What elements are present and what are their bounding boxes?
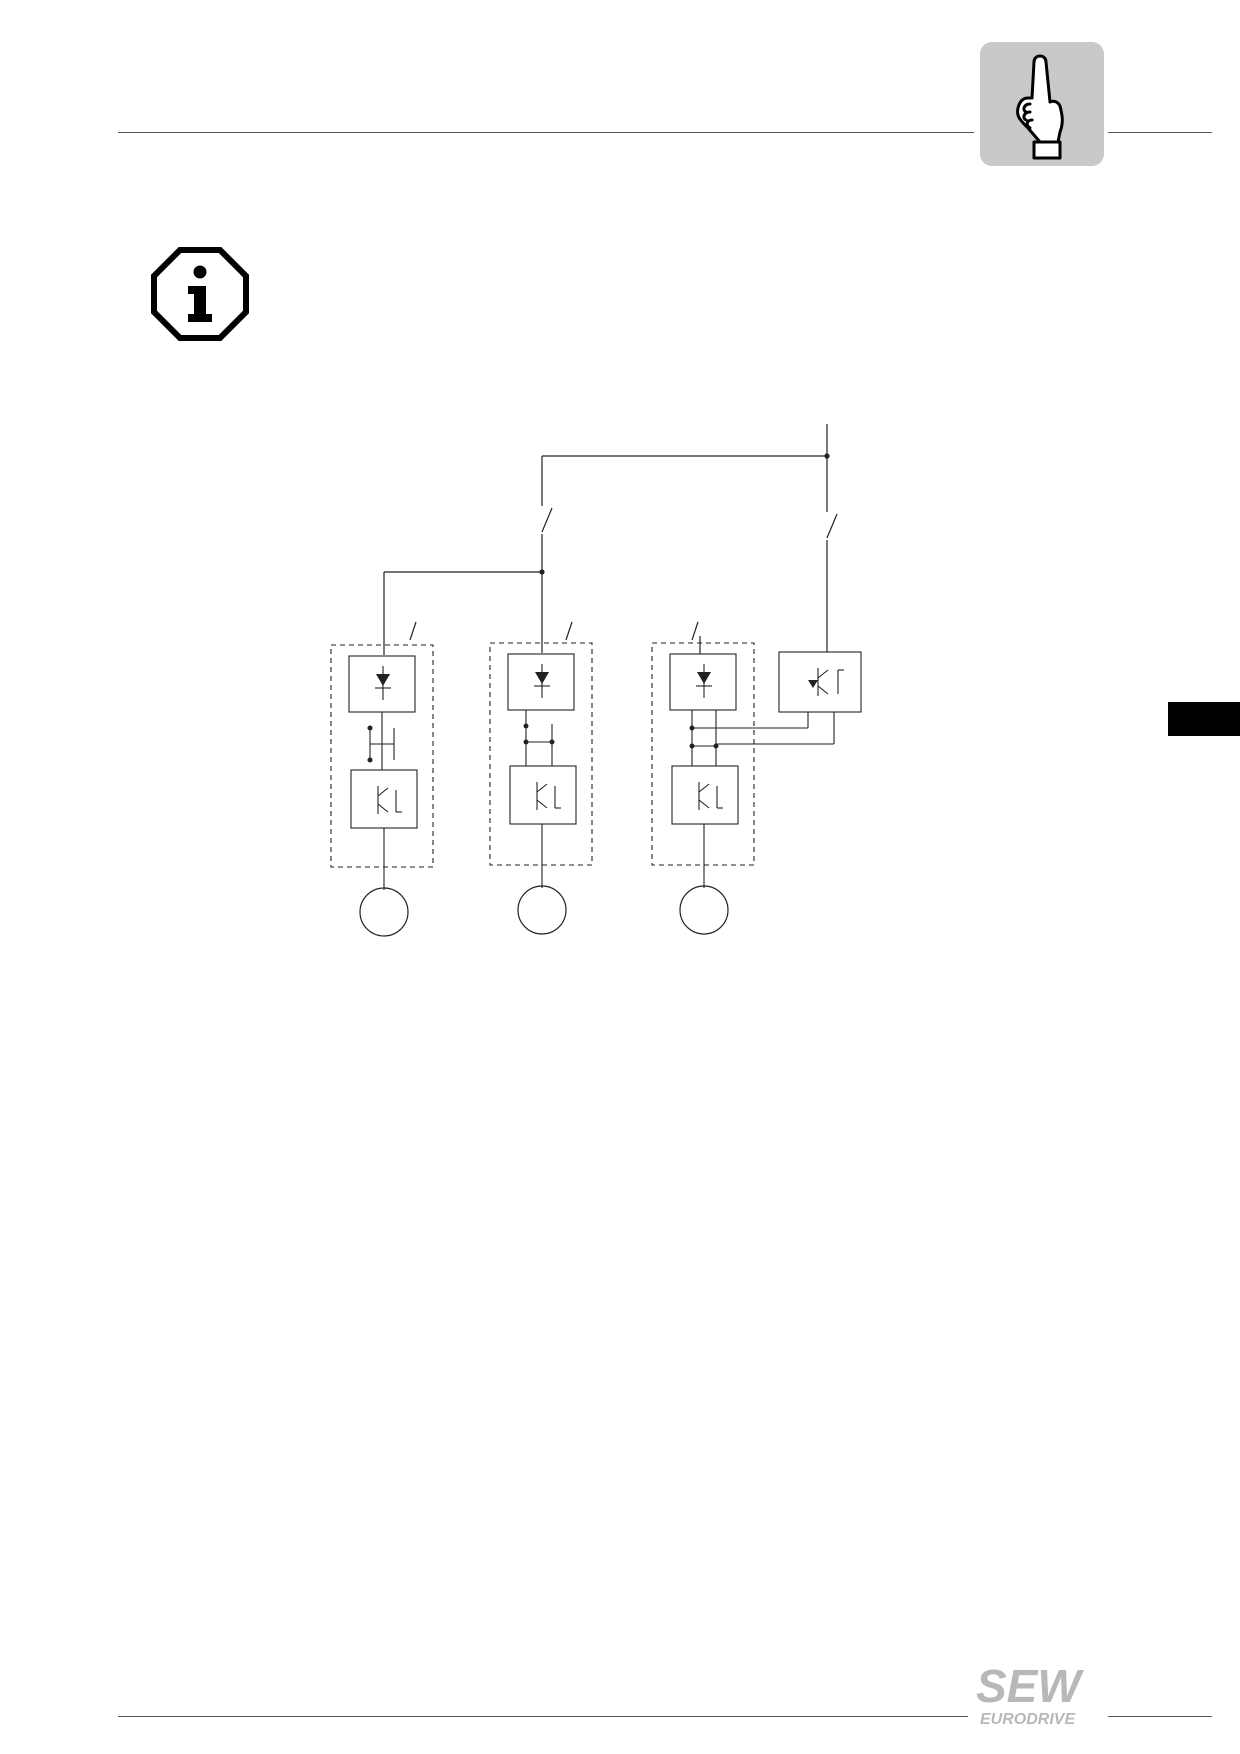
external-module (778, 651, 862, 713)
switch-left (541, 507, 553, 533)
pointing-hand-icon (1016, 54, 1064, 160)
info-octagon-icon (150, 246, 250, 342)
header-icon-tab (980, 42, 1104, 166)
drive-system-schematic (330, 424, 862, 937)
header-rule-left (118, 132, 974, 133)
footer-rule-right (1108, 1716, 1212, 1717)
section-tab-marker (1168, 702, 1240, 736)
svg-text:SEW: SEW (976, 1660, 1084, 1712)
footer-rule-left (118, 1716, 968, 1717)
motor-3 (679, 885, 729, 935)
header-rule-right (1108, 132, 1212, 133)
switch-right (826, 513, 838, 539)
drive-unit-1 (330, 644, 434, 890)
motor-1 (359, 887, 409, 937)
motor-2 (517, 885, 567, 935)
brand-logo: SEW EURODRIVE (972, 1660, 1104, 1728)
drive-unit-3 (651, 642, 835, 888)
svg-text:EURODRIVE: EURODRIVE (980, 1711, 1076, 1728)
drive-unit-2 (489, 642, 593, 888)
